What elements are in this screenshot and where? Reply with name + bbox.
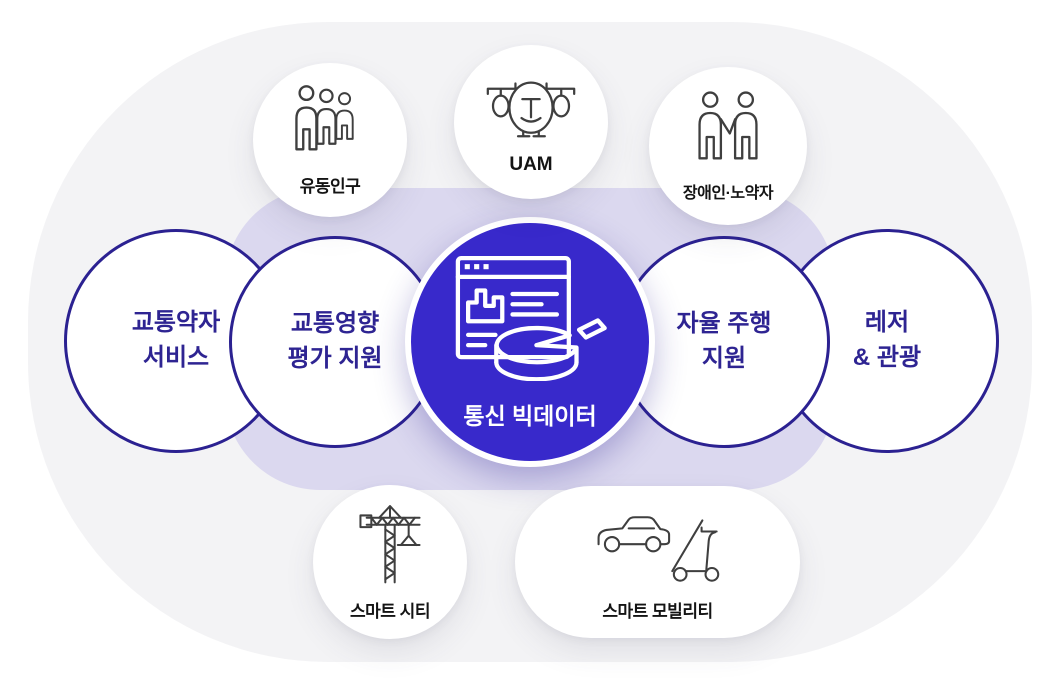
- satellite-disabled-elderly: 장애인·노약자: [649, 67, 807, 225]
- center-label: 통신 빅데이터: [463, 403, 597, 429]
- people-group-icon: [288, 84, 372, 167]
- air-taxi-drone-icon: [483, 68, 579, 149]
- satellite-floating-population: 유동인구: [253, 63, 407, 217]
- satellite-label: 유동인구: [299, 176, 361, 196]
- car-and-scooter-icon: [574, 503, 742, 592]
- ring-label: 자율 주행 지원: [676, 310, 772, 372]
- satellite-uam: UAM: [454, 45, 608, 199]
- ring-label: 교통영향 평가 지원: [287, 310, 383, 372]
- analytics-dashboard-pie-icon: [451, 253, 609, 387]
- center-circle-telecom-bigdata: 통신 빅데이터: [405, 217, 655, 467]
- satellite-label: 스마트 시티: [350, 601, 430, 621]
- helping-people-icon: [683, 89, 773, 174]
- ring-label: 레저 & 관광: [852, 309, 922, 371]
- ring-label: 교통약자 서비스: [131, 309, 221, 371]
- satellite-smart-city: 스마트 시티: [313, 485, 467, 639]
- satellite-label: 장애인·노약자: [682, 185, 774, 202]
- satellite-label: UAM: [509, 154, 553, 175]
- satellite-label: 스마트 모빌리티: [602, 601, 713, 621]
- satellite-smart-mobility: 스마트 모빌리티: [515, 486, 800, 638]
- tower-crane-icon: [351, 503, 429, 592]
